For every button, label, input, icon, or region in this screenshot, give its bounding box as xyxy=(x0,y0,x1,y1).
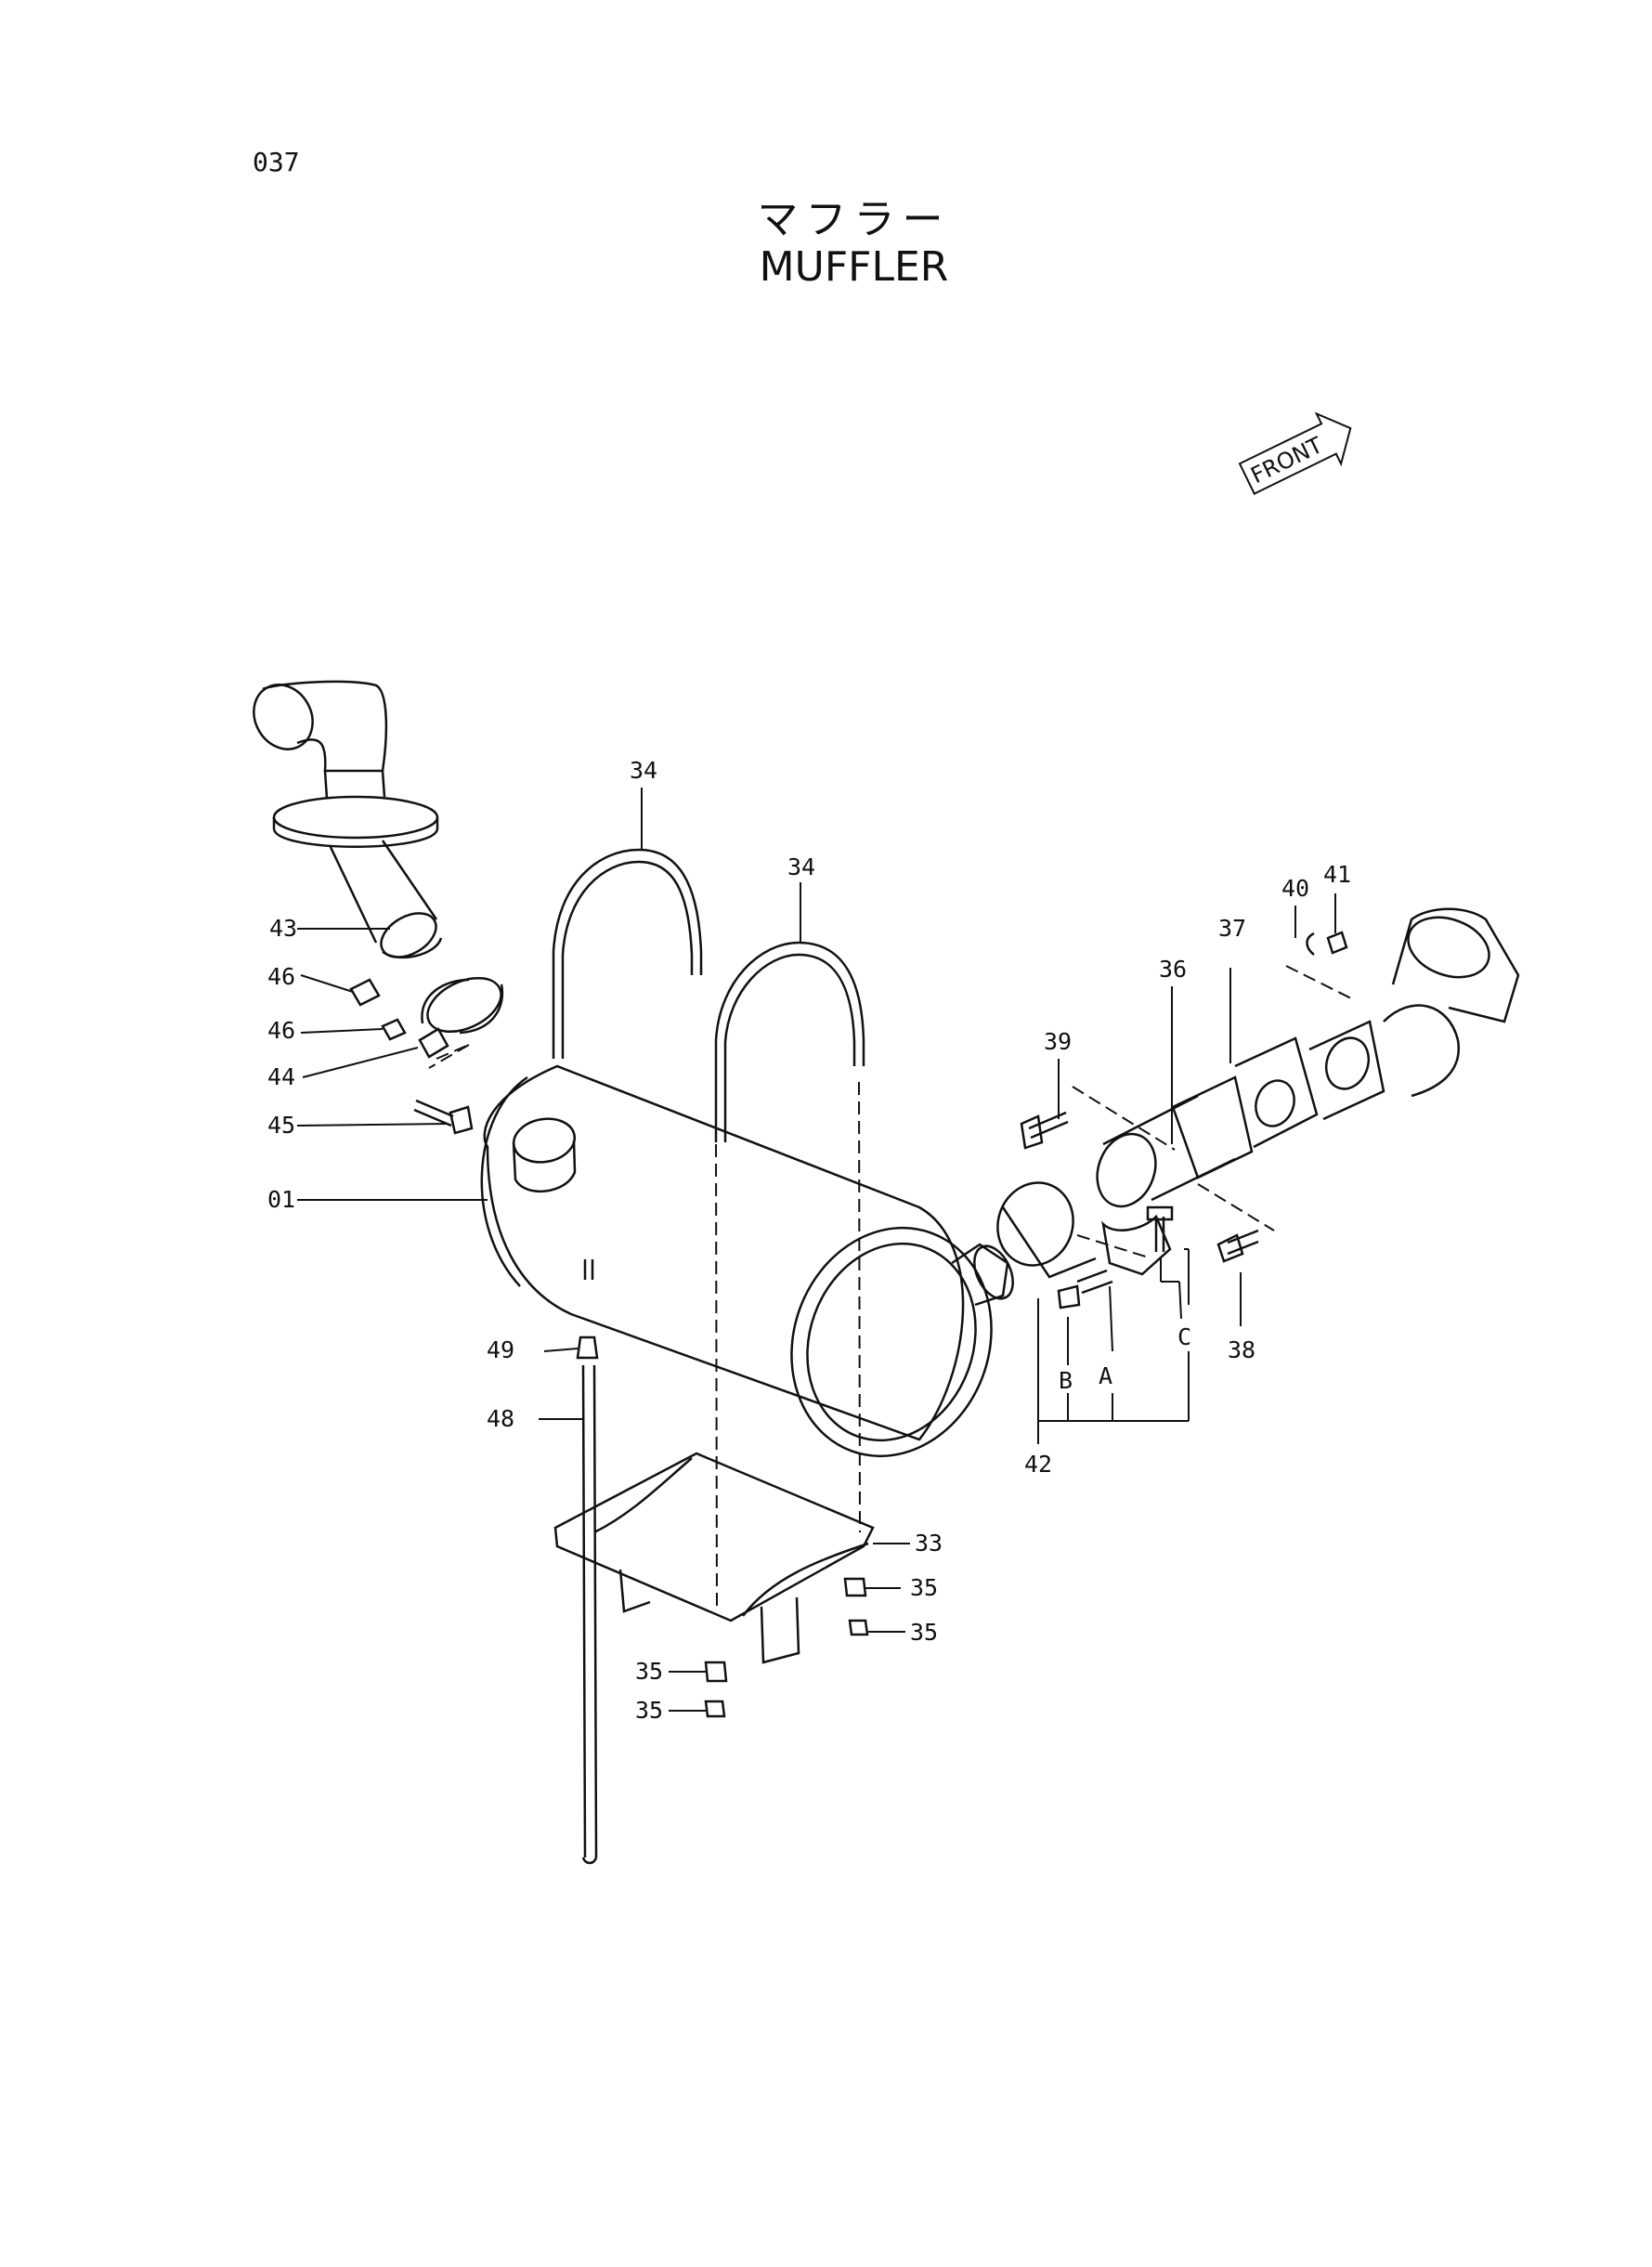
callout-40: 40 xyxy=(1281,875,1309,902)
callout-49: 49 xyxy=(487,1336,514,1363)
callout-35-fourth: 35 xyxy=(635,1697,663,1724)
callout-labels: 43 46 46 44 45 01 49 48 34 34 33 35 35 3… xyxy=(267,757,1351,1724)
drain-tube xyxy=(576,1259,599,1865)
dashed-alignment-lines xyxy=(428,965,1352,1612)
callout-37: 37 xyxy=(1218,915,1246,942)
callout-41: 41 xyxy=(1323,861,1351,888)
callout-35-third: 35 xyxy=(635,1658,663,1685)
page-number: 037 xyxy=(253,147,300,177)
stack-clamp xyxy=(418,976,504,1059)
callout-43: 43 xyxy=(269,915,297,942)
front-arrow: FRONT xyxy=(1238,411,1352,495)
callout-34: 34 xyxy=(630,757,657,784)
title-japanese: マフラー xyxy=(757,196,951,243)
callout-42: 42 xyxy=(1024,1451,1052,1478)
callout-35-second: 35 xyxy=(910,1619,938,1646)
callout-C: C xyxy=(1177,1323,1191,1350)
callout-A: A xyxy=(1099,1362,1112,1389)
u-bolts xyxy=(552,848,865,1142)
callout-38: 38 xyxy=(1228,1336,1255,1363)
callout-01: 01 xyxy=(267,1186,295,1213)
callout-39: 39 xyxy=(1044,1028,1072,1055)
leader-lines xyxy=(296,788,1336,1712)
title-english: MUFFLER xyxy=(759,243,949,291)
callout-44: 44 xyxy=(267,1063,295,1090)
callout-46: 46 xyxy=(267,963,295,990)
exhaust-stack xyxy=(253,680,443,959)
callout-34-second: 34 xyxy=(787,853,815,880)
callout-36: 36 xyxy=(1159,956,1187,983)
callout-35: 35 xyxy=(910,1574,938,1601)
muffler-body xyxy=(480,1064,1014,1458)
callout-33: 33 xyxy=(915,1530,943,1557)
callout-B: B xyxy=(1059,1367,1073,1394)
hardware-parts xyxy=(349,931,1348,1718)
callout-48: 48 xyxy=(487,1405,514,1432)
callout-46-second: 46 xyxy=(267,1017,295,1044)
exhaust-pipe xyxy=(996,907,1520,1295)
callout-45: 45 xyxy=(267,1112,295,1139)
mounting-bracket xyxy=(553,1452,875,1664)
